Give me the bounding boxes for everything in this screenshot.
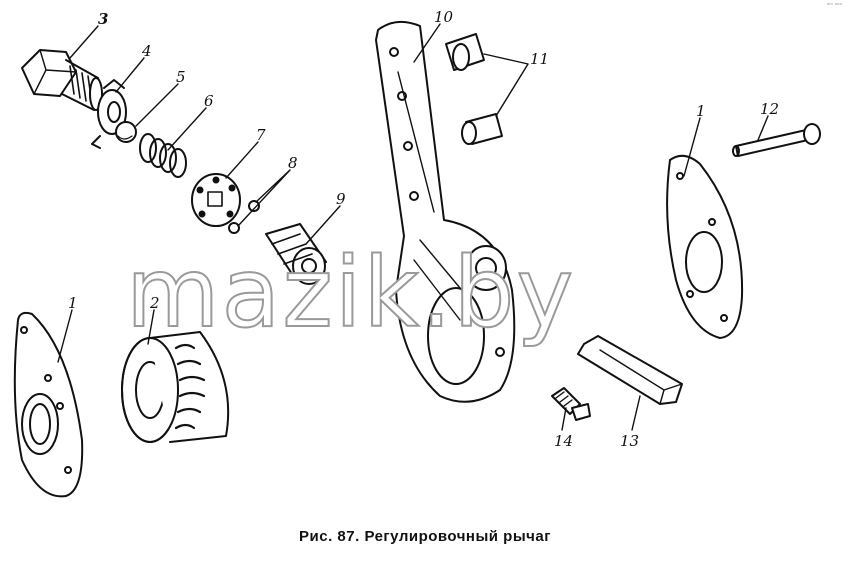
part-4-lock-washer (91, 79, 127, 149)
part-13-axle (577, 335, 683, 405)
part-2-worm-gear (121, 331, 230, 443)
label-1-left: 1 (68, 294, 78, 312)
label-5: 5 (176, 68, 186, 86)
corner-mark: ᵃᵐ ᵃᵃᵃ (826, 2, 842, 9)
part-14-grease-fitting (551, 387, 591, 421)
label-11: 11 (530, 50, 549, 68)
label-1-right: 1 (696, 102, 706, 120)
part-3-nut (21, 49, 103, 111)
part-9-worm (265, 223, 327, 285)
part-1-side-plate-left (13, 311, 84, 498)
part-10-lever-body (375, 20, 516, 403)
part-6-spring (139, 133, 187, 178)
label-9: 9 (336, 190, 346, 208)
label-2: 2 (149, 294, 160, 312)
label-12: 12 (760, 100, 779, 118)
label-10: 10 (434, 8, 454, 26)
part-1-side-plate-right (666, 154, 744, 339)
part-5-ball (115, 121, 137, 143)
label-7: 7 (256, 126, 266, 144)
figure-caption: Рис. 87. Регулировочный рычаг (299, 528, 551, 545)
part-8-balls (228, 200, 260, 234)
label-3: 3 (98, 10, 108, 28)
label-14: 14 (554, 432, 573, 450)
watermark: mazik.by (126, 237, 575, 349)
part-7-flange-disc (191, 173, 241, 227)
part-12-pin (732, 123, 821, 157)
label-6: 6 (204, 92, 214, 110)
label-13: 13 (620, 432, 639, 450)
label-8: 8 (288, 154, 298, 172)
label-4: 4 (141, 42, 152, 60)
leader-lines (57, 23, 769, 431)
part-11-bushings (445, 33, 503, 145)
